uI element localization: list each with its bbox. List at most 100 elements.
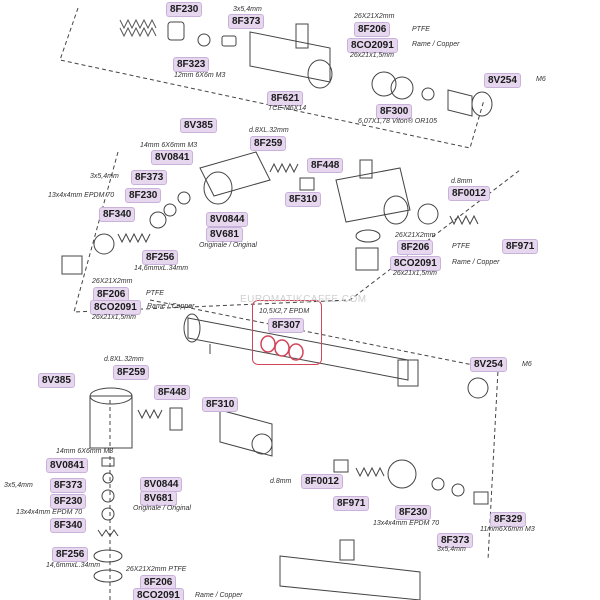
screw-8F329	[473, 491, 489, 505]
note-n1: 3x5,4mm	[233, 6, 262, 13]
label-8V385-b: 8V385	[38, 373, 75, 388]
copper-gasket-middle	[355, 229, 381, 243]
label-8F373-a: 8F373	[228, 14, 265, 29]
label-8F971-a: 8F971	[502, 239, 539, 254]
label-8F621: 8F621	[267, 91, 304, 106]
label-8V0844-b: 8V0844	[140, 477, 183, 492]
label-8F259-b: 8F259	[113, 365, 150, 380]
note-n25: 10,5X2,7 EPDM	[259, 308, 310, 315]
tee-port-lower	[251, 433, 273, 455]
oring-top	[421, 87, 435, 101]
label-8F373-b: 8F373	[131, 170, 168, 185]
label-8V681-a: 8V681	[206, 227, 243, 242]
valve-body-lower-top	[89, 387, 133, 405]
note-n2: 12mm 6X6m M3	[174, 72, 226, 79]
main-tube-nut	[397, 359, 419, 387]
label-8F230-c: 8F230	[50, 494, 87, 509]
label-8F300: 8F300	[376, 104, 413, 119]
copper-gasket-top-1	[371, 71, 397, 97]
note-n22: PTFE	[146, 290, 164, 297]
seal-8F340-a	[149, 211, 167, 229]
label-8V0844-a: 8V0844	[206, 212, 249, 227]
copper-gasket-top-2	[390, 76, 414, 100]
spring-8F259-a	[269, 162, 299, 174]
spring-8F259-b	[137, 408, 163, 420]
label-8V254-b: 8V254	[470, 357, 507, 372]
base-body-lower	[279, 555, 421, 600]
note-n4: PTFE	[412, 26, 430, 33]
washer-top	[197, 33, 211, 47]
label-8F373-c: 8F373	[50, 478, 87, 493]
note-n14: d.8mm	[451, 178, 473, 185]
note-n26: d.8XL.32mm	[104, 356, 144, 363]
label-8F256-b: 8F256	[52, 547, 89, 562]
spring-8F971-a	[449, 214, 479, 226]
note-n12: 3x5,4mm	[90, 173, 119, 180]
label-8F340-a: 8F340	[99, 207, 136, 222]
note-n35: 3x5,4mm	[437, 546, 466, 553]
note-n16: 26X21X2mm	[395, 232, 436, 239]
spring-8F256-a	[117, 232, 151, 244]
note-n17: PTFE	[452, 243, 470, 250]
note-n27: M6	[522, 361, 532, 368]
label-8F206-b: 8F206	[397, 240, 434, 255]
stack-lower-left	[93, 457, 123, 583]
spring-top	[119, 18, 157, 38]
main-tube	[187, 317, 409, 381]
label-8F310-a: 8F310	[285, 192, 322, 207]
gasket-middle-1	[417, 203, 439, 225]
label-8F230-a: 8F230	[166, 2, 203, 17]
note-n37: 26X21X2mm PTFE	[126, 566, 187, 573]
note-n31: Originale / Original	[133, 505, 191, 512]
assembly-outline-middle	[73, 151, 521, 313]
label-8CO2091-c: 8CO2091	[90, 300, 141, 315]
label-8F448-a: 8F448	[307, 158, 344, 173]
note-n36: 14,6mmxL.34mm	[46, 562, 101, 569]
note-n28: 14mm 6X6mm M3	[56, 448, 114, 455]
label-8F230-b: 8F230	[125, 188, 162, 203]
plug-cap-lower	[467, 377, 489, 399]
spring-8F971-b	[355, 466, 385, 478]
gasket-8F206-b	[93, 233, 115, 255]
nozzle-8F0012-b	[333, 459, 349, 473]
pin-8F448-b	[169, 407, 183, 431]
nut-left-middle	[61, 255, 83, 275]
note-n15: Originale / Original	[199, 242, 257, 249]
oring-8F230-b	[163, 203, 177, 217]
note-n8: TCE M6X14	[268, 105, 307, 112]
washer-8F373-b	[177, 191, 191, 205]
tee-port-top	[307, 59, 333, 89]
base-nozzle-lower	[339, 539, 355, 561]
note-n10: d.8XL.32mm	[249, 127, 289, 134]
label-8V0841-a: 8V0841	[151, 150, 194, 165]
note-n3: 26X21X2mm	[354, 13, 395, 20]
label-8CO2091-a: 8CO2091	[347, 38, 398, 53]
note-n24: 26x21x1,5mm	[92, 314, 136, 321]
washer-8F373-d	[451, 483, 465, 497]
note-n19: 26x21x1,5mm	[393, 270, 437, 277]
note-n32: d.8mm	[270, 478, 292, 485]
note-n30: 13x4x4mm EPDM 70	[16, 509, 83, 516]
label-8F329: 8F329	[490, 512, 527, 527]
label-8F323: 8F323	[173, 57, 210, 72]
note-n29: 3x5,4mm	[4, 482, 33, 489]
pin-8F448-a	[299, 177, 315, 191]
label-8F0012-b: 8F0012	[301, 474, 343, 489]
note-n34: 11mm6X6mm M3	[480, 526, 535, 533]
note-n23: Rame / Copper	[147, 303, 195, 310]
valve-body-middle	[199, 151, 271, 197]
note-n33: 13x4x4mm EPDM 70	[373, 520, 440, 527]
label-8V0841-b: 8V0841	[46, 458, 89, 473]
label-8CO2091-b: 8CO2091	[390, 256, 441, 271]
tee-nozzle-middle	[359, 159, 373, 179]
note-n21: 26X21X2mm	[92, 278, 133, 285]
plug-top	[447, 89, 473, 117]
note-n7: M6	[536, 76, 546, 83]
valve-cap-top	[167, 21, 185, 41]
callout-8F307	[252, 300, 322, 365]
note-n13: 13x4x4mm EPDM 70	[48, 192, 115, 199]
note-n18: Rame / Copper	[452, 259, 500, 266]
plug-cap-top	[471, 91, 493, 117]
